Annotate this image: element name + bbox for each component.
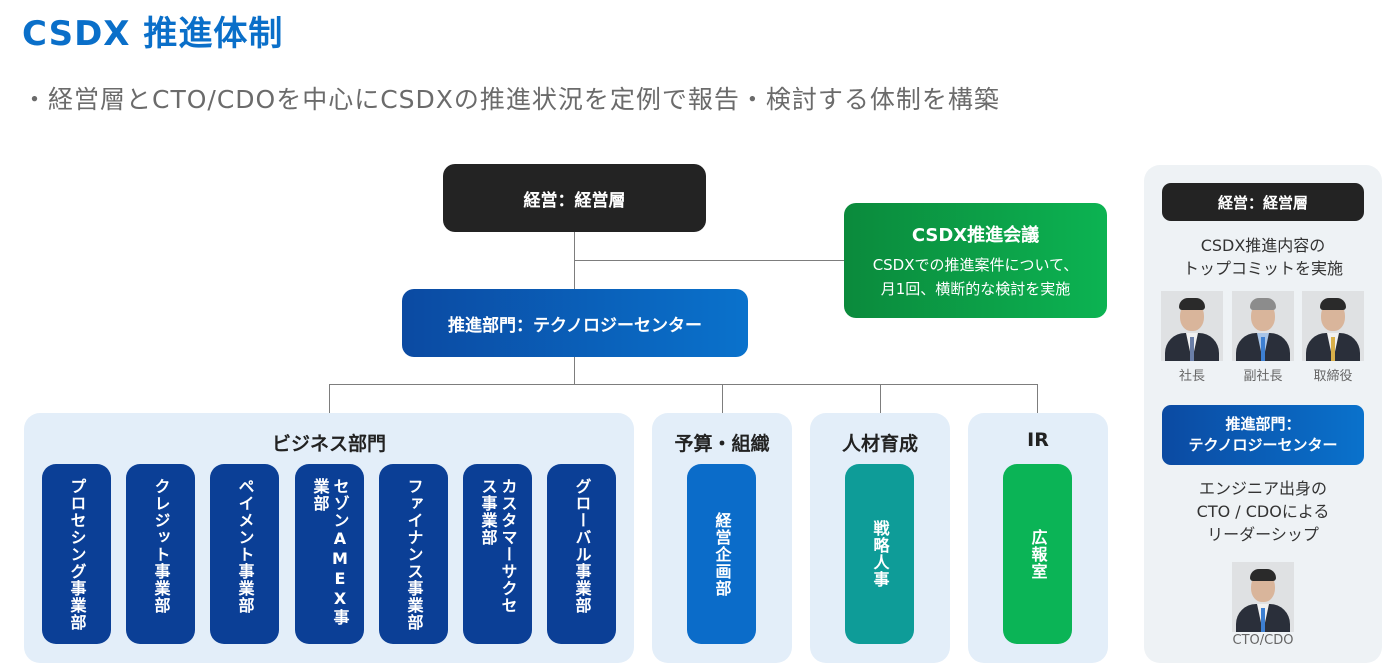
connector-tech-down xyxy=(574,357,575,384)
budget-panel: 予算・組織 経営企画部 xyxy=(652,413,792,663)
unit-strategic-hr: 戦略人事 xyxy=(845,464,914,644)
budget-title: 予算・組織 xyxy=(674,433,770,455)
side-tech-desc-2: CTO / CDOによる xyxy=(1196,502,1330,521)
dept-finance: ファイナンス事業部 xyxy=(379,464,448,644)
hr-title: 人材育成 xyxy=(841,433,918,455)
dept-label: グローバル事業部 xyxy=(572,478,592,614)
unit-label: 広報室 xyxy=(1028,528,1048,580)
dept-amex: セゾンAMEX事業部 xyxy=(295,464,364,644)
dept-credit: クレジット事業部 xyxy=(126,464,195,644)
photo-cto-cdo xyxy=(1232,562,1294,632)
side-executive-label: 経営：経営層 xyxy=(1162,183,1364,221)
page-title: CSDX 推進体制 xyxy=(22,14,284,54)
caption-president: 社長 xyxy=(1178,369,1205,384)
caption-cto-cdo: CTO/CDO xyxy=(1232,633,1294,648)
meeting-title: CSDX推進会議 xyxy=(911,224,1040,246)
side-tech-desc-1: エンジニア出身の xyxy=(1198,479,1327,498)
caption-director: 取締役 xyxy=(1313,369,1353,384)
hr-panel: 人材育成 戦略人事 xyxy=(810,413,950,663)
unit-corporate-planning: 経営企画部 xyxy=(687,464,756,644)
business-panel: ビジネス部門 プロセシング事業部 クレジット事業部 ペイメント事業部 セゾンAM… xyxy=(24,413,634,663)
dept-label: ペイメント事業部 xyxy=(235,478,255,614)
caption-vice-president: 副社長 xyxy=(1243,369,1283,384)
dept-label: プロセシング事業部 xyxy=(67,478,87,631)
side-tech-desc-3: リーダーシップ xyxy=(1207,525,1319,544)
dept-label: セゾンAMEX事業部 xyxy=(310,478,350,626)
dept-label: クレジット事業部 xyxy=(151,478,171,614)
side-exec-desc-1: CSDX推進内容の xyxy=(1200,236,1326,255)
meeting-desc-line2: 月1回、横断的な検討を実施 xyxy=(880,279,1071,298)
csdx-meeting-box: CSDX推進会議 CSDXでの推進案件について、 月1回、横断的な検討を実施 xyxy=(844,203,1107,318)
meeting-desc-line1: CSDXでの推進案件について、 xyxy=(872,255,1079,274)
dept-customer-success: カスタマーサクセス事業部 xyxy=(463,464,532,644)
photo-vice-president xyxy=(1232,291,1294,361)
ir-title: IR xyxy=(1027,429,1049,451)
tech-center-box: 推進部門：テクノロジーセンター xyxy=(402,289,748,357)
executive-box: 経営：経営層 xyxy=(443,164,706,232)
connector-hr xyxy=(880,384,881,413)
page-subtitle: ・経営層とCTO/CDOを中心にCSDXの推進状況を定例で報告・検討する体制を構… xyxy=(22,85,1000,114)
dept-global: グローバル事業部 xyxy=(547,464,616,644)
connector-business xyxy=(329,384,330,413)
dept-label: ファイナンス事業部 xyxy=(404,478,424,631)
connector-ir xyxy=(1037,384,1038,413)
connector-meeting xyxy=(574,260,844,261)
connector-budget xyxy=(722,384,723,413)
photo-director xyxy=(1302,291,1364,361)
unit-label: 戦略人事 xyxy=(870,520,890,588)
side-tech-line2: テクノロジーセンター xyxy=(1188,436,1338,454)
leadership-panel: 経営：経営層 CSDX推進内容の トップコミットを実施 社長 副社長 取締役 推… xyxy=(1144,165,1382,663)
photo-president xyxy=(1161,291,1223,361)
dept-label: カスタマーサクセス事業部 xyxy=(478,478,518,614)
unit-label: 経営企画部 xyxy=(712,511,732,597)
ir-panel: IR 広報室 xyxy=(968,413,1108,663)
connector-horizontal xyxy=(329,384,1037,385)
unit-pr: 広報室 xyxy=(1003,464,1072,644)
side-tech-center-label: 推進部門： テクノロジーセンター xyxy=(1162,405,1364,465)
dept-processing: プロセシング事業部 xyxy=(42,464,111,644)
dept-payment: ペイメント事業部 xyxy=(210,464,279,644)
side-exec-desc-2: トップコミットを実施 xyxy=(1182,259,1343,278)
business-title: ビジネス部門 xyxy=(271,433,386,455)
side-tech-line1: 推進部門： xyxy=(1225,415,1301,433)
